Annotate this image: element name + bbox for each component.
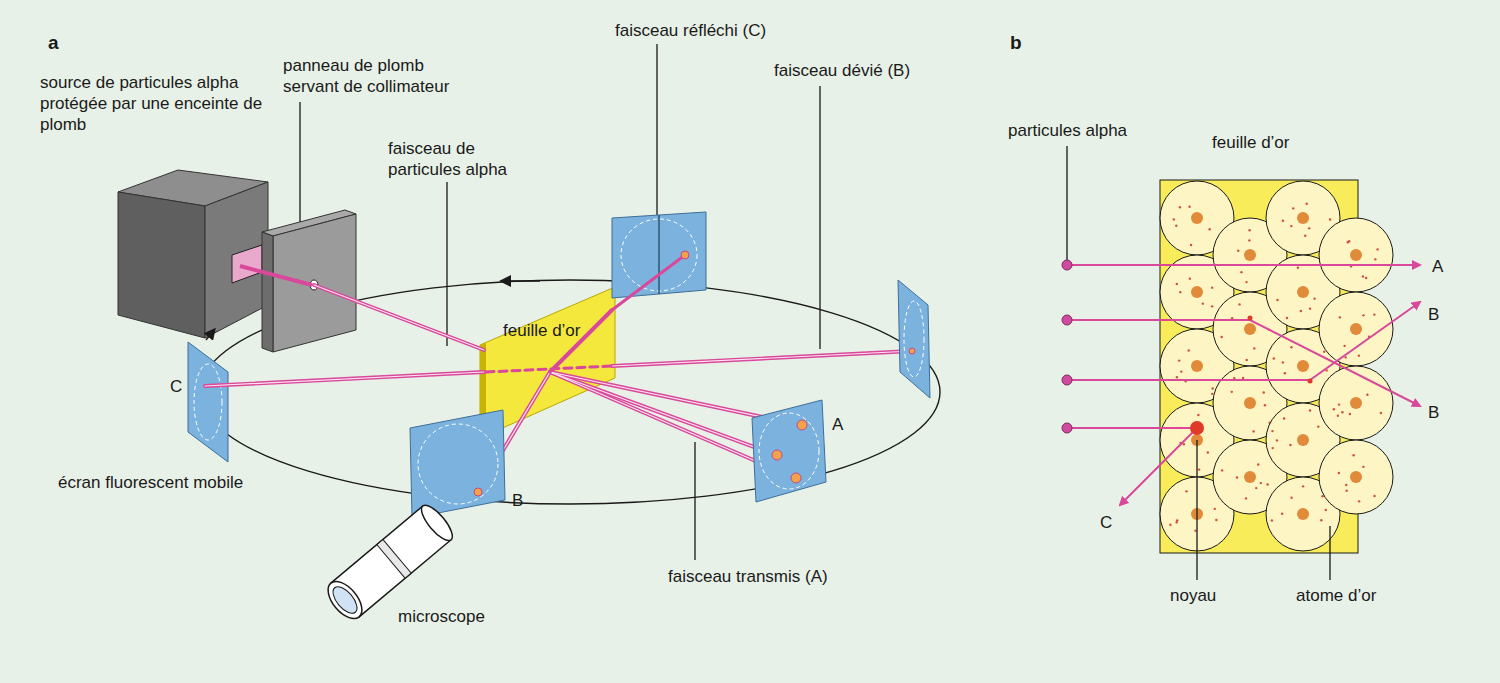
rotation-arrow	[502, 280, 540, 281]
alpha-particles	[1062, 260, 1072, 433]
gold-atoms	[1160, 181, 1393, 551]
lead-source-box	[118, 170, 268, 338]
collimator-panel	[262, 210, 356, 352]
path-letter: C	[1100, 512, 1112, 533]
fluorescent-screen	[188, 330, 228, 462]
part-label: faisceau dévié (B)	[774, 60, 910, 81]
part-label: faisceau réfléchi (C)	[615, 20, 766, 41]
path-letter: B	[1428, 402, 1439, 423]
part-label: source de particules alpha protégée par …	[40, 72, 270, 135]
leader-lines	[1067, 146, 1330, 580]
part-label: faisceau transmis (A)	[668, 566, 828, 587]
screen-letter: A	[832, 414, 843, 435]
part-label: noyau	[1170, 585, 1216, 606]
part-label: faisceau de particules alpha	[388, 138, 528, 180]
fluorescent-screen	[898, 280, 930, 398]
electron-hit	[1308, 379, 1313, 384]
part-label: panneau de plomb servant de collimateur	[283, 55, 473, 97]
part-label: microscope	[398, 606, 485, 627]
part-label: atome d’or	[1296, 585, 1376, 606]
path-letter: B	[1428, 304, 1439, 325]
fluorescent-screen	[752, 400, 826, 502]
panel-letter: a	[48, 32, 59, 53]
panel-letter: b	[1010, 32, 1022, 53]
fluorescent-screen	[410, 410, 505, 518]
part-label: particules alpha	[1008, 120, 1127, 141]
part-label: écran fluorescent mobile	[58, 472, 243, 493]
electron-hit	[1248, 316, 1253, 321]
nucleus-hit	[1190, 421, 1204, 435]
screen-letter: C	[170, 376, 182, 397]
screen-letter: B	[512, 490, 523, 511]
fluorescent-screen	[612, 212, 706, 310]
part-label: feuille d’or	[1212, 132, 1290, 153]
alpha-paths	[1067, 265, 1420, 505]
part-label: feuille d’or	[503, 320, 581, 341]
microscope	[322, 501, 458, 625]
path-letter: A	[1432, 256, 1443, 277]
beam	[240, 266, 312, 285]
leader-lines	[300, 44, 820, 560]
